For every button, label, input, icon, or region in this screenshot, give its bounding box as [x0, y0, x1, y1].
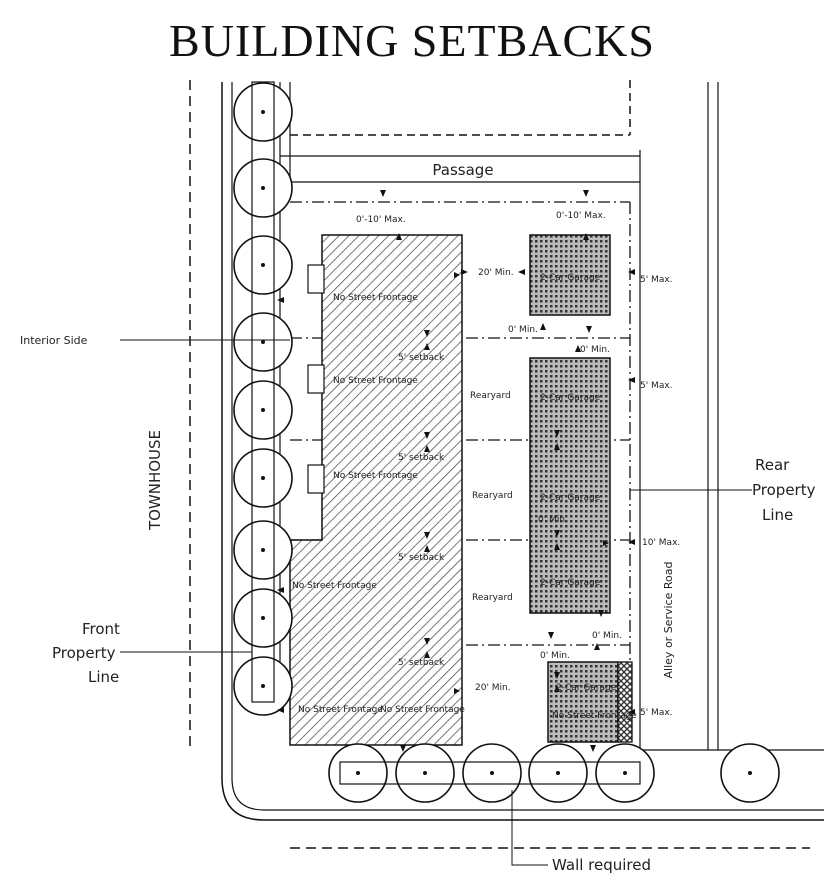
street-curb-outer — [221, 82, 824, 821]
tree-row-left — [233, 82, 293, 716]
label-passage: Passage — [432, 161, 493, 179]
tree-trunks-bottom — [356, 771, 752, 775]
dimension-arrows — [277, 190, 635, 752]
street-curb-inner — [231, 82, 824, 811]
wall-hatch — [617, 661, 633, 743]
zone-garage-5: 2-Car Garage — [556, 683, 617, 693]
dim-20-min-top: 20' Min. — [478, 268, 514, 278]
zone-setback-3: 5' setback — [398, 553, 445, 563]
zone-rearyard-2: Rearyard — [472, 491, 513, 501]
zone-frontage-7: No Street Frontage — [552, 711, 637, 721]
leader-wall-required — [511, 790, 548, 866]
dim-gap-0c: 0' Min. — [538, 515, 568, 525]
label-rear-3: Line — [762, 506, 793, 524]
zone-frontage-3: No Street Frontage — [333, 471, 418, 481]
tree-planting-strip-left — [251, 81, 275, 703]
label-townhouse: TOWNHOUSE — [146, 430, 164, 531]
zone-setback-1: 5' setback — [398, 353, 445, 363]
dim-top-left: 0'-10' Max. — [356, 215, 406, 225]
dim-gap-0d: 0' Min. — [592, 631, 622, 641]
zone-setback-4: 5' setback — [398, 658, 445, 668]
stoop-2 — [307, 364, 325, 394]
tree-trunks-left — [261, 110, 265, 688]
zone-frontage-4: No Street Frontage — [292, 581, 377, 591]
garage-block-1 — [529, 234, 611, 316]
zone-frontage-2: No Street Frontage — [333, 376, 418, 386]
dim-side-max-2: 5' Max. — [640, 381, 673, 391]
zone-garage-1: 2-Car Garage — [540, 273, 601, 283]
tree-planting-strip-bottom — [339, 761, 641, 785]
dim-top-right: 0'-10' Max. — [556, 211, 606, 221]
principal-building-zone — [289, 234, 463, 746]
label-front-2: Property — [52, 644, 116, 662]
zone-garage-3: 2-Car Garage — [540, 493, 601, 503]
label-interior-side: Interior Side — [20, 334, 88, 347]
label-rear-1: Rear — [755, 456, 790, 474]
dim-gap-0b: 0' Min. — [580, 345, 610, 355]
dim-side-max-3: 10' Max. — [642, 538, 680, 548]
tree-row-bottom — [328, 743, 780, 803]
zone-garage-4: 2-Car Garage — [540, 578, 601, 588]
zone-frontage-5: No Street Frontage — [298, 705, 383, 715]
garage-block-2 — [529, 357, 611, 614]
dim-side-max-1: 5' Max. — [640, 275, 673, 285]
zone-rearyard-3: Rearyard — [472, 593, 513, 603]
stoop-1 — [307, 264, 325, 294]
dim-gap-0e: 0' Min. — [540, 651, 570, 661]
label-alley: Alley or Service Road — [662, 562, 675, 679]
page-title: BUILDING SETBACKS — [169, 15, 655, 66]
zone-frontage-1: No Street Frontage — [333, 293, 418, 303]
label-front-3: Line — [88, 668, 119, 686]
zone-frontage-6: No Street Frontage — [380, 705, 465, 715]
label-front-1: Front — [82, 620, 120, 638]
zone-garage-2: 2-Car Garage — [540, 393, 601, 403]
zone-setback-2: 5' setback — [398, 453, 445, 463]
label-wall-required: Wall required — [552, 856, 651, 874]
dim-side-max-4: 5' Max. — [640, 708, 673, 718]
dim-20-min-bottom: 20' Min. — [475, 683, 511, 693]
dim-gap-0a: 0' Min. — [508, 325, 538, 335]
stoop-3 — [307, 464, 325, 494]
zone-rearyard-1: Rearyard — [470, 391, 511, 401]
label-rear-2: Property — [752, 481, 816, 499]
